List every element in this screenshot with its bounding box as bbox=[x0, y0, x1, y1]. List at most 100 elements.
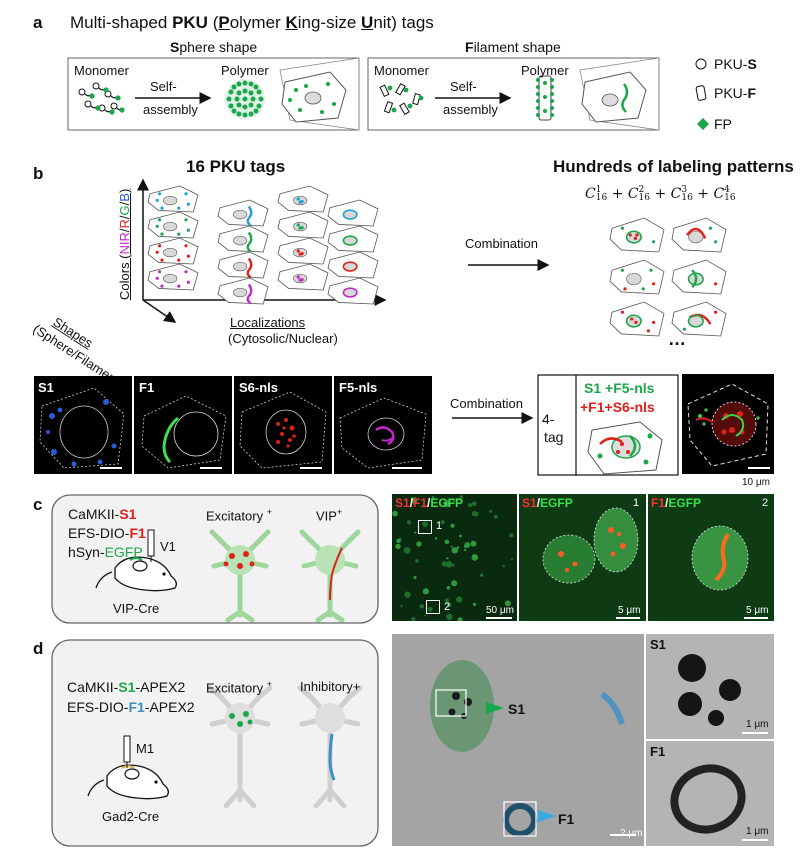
mouse-c-label: VIP-Cre bbox=[113, 601, 160, 616]
neuron-d-inhibitory-label: Inhibitory+ bbox=[300, 679, 361, 694]
neuron-c-vip-label: VIP+ bbox=[316, 507, 343, 524]
mouse-d-icon bbox=[87, 735, 169, 800]
scale-50um: 50 μm bbox=[486, 605, 514, 616]
sphere-monomer-label: Monomer bbox=[74, 63, 129, 78]
zoom-box-1 bbox=[418, 520, 432, 534]
micrograph-s6-nls-label: S6-nls bbox=[239, 380, 279, 395]
inhibitory-neuron-d bbox=[297, 685, 363, 809]
zoom-box-1-label: 1 bbox=[436, 520, 443, 532]
excitatory-neuron-c bbox=[209, 529, 271, 623]
image-c-overview-title: S1/F1/EGFP bbox=[395, 496, 464, 510]
filament-polymer-icon bbox=[536, 75, 554, 121]
construct-c-3: hSyn-EGFP bbox=[68, 544, 143, 560]
legend-pku-f: PKU-F bbox=[714, 85, 757, 101]
vip-neuron-c bbox=[299, 529, 361, 623]
circle-icon bbox=[695, 58, 707, 70]
labeling-pattern-cells bbox=[609, 217, 727, 337]
em-zoom-f1-image bbox=[646, 741, 774, 846]
shapes-axis bbox=[142, 299, 177, 323]
labeling-patterns-title: Hundreds of labeling patterns bbox=[553, 157, 794, 176]
em-f1-label: F1 bbox=[558, 811, 575, 827]
injection-needle-c bbox=[147, 529, 155, 557]
pku-tag-cells bbox=[147, 185, 379, 305]
filament-monomer-icon bbox=[379, 82, 424, 116]
localizations-axis-sublabel: (Cytosolic/Nuclear) bbox=[228, 331, 338, 346]
panel-d-label: d bbox=[33, 639, 44, 658]
pku-tags-title: 16 PKU tags bbox=[186, 157, 286, 176]
sphere-polymer-icon bbox=[225, 79, 265, 119]
neuron-c-excitatory-label: Excitatory + bbox=[206, 507, 272, 524]
image-c-zoom-1 bbox=[519, 494, 646, 621]
image-c-overview bbox=[392, 494, 517, 621]
panel-b-label: b bbox=[33, 164, 44, 183]
four-tag-cell-icon bbox=[587, 421, 663, 475]
em-zoom-s1-label: S1 bbox=[650, 637, 666, 652]
filament-monomer-label: Monomer bbox=[374, 63, 429, 78]
sphere-arrow-label-top: Self- bbox=[150, 79, 177, 94]
zoom-box-2-label: 2 bbox=[444, 601, 451, 613]
v1-label: V1 bbox=[160, 539, 176, 554]
four-tag-label-bottom: tag bbox=[544, 429, 564, 445]
combination-label-2: Combination bbox=[450, 396, 523, 411]
sphere-monomer-icon bbox=[78, 82, 125, 115]
neuron-d-excitatory-label: Excitatory + bbox=[206, 679, 272, 696]
scale-1um-a: 1 μm bbox=[746, 719, 769, 730]
four-tag-line-1: S1 +F5-nls bbox=[584, 380, 655, 396]
em-s1-label: S1 bbox=[508, 701, 526, 717]
legend-pku-s: PKU-S bbox=[714, 56, 757, 72]
em-overview-image bbox=[392, 634, 644, 846]
image-c-zoom-1-title: S1/EGFP bbox=[522, 496, 573, 510]
scale-5um-b: 5 μm bbox=[746, 605, 769, 616]
combination-label-1: Combination bbox=[465, 236, 538, 251]
panel-a-label: a bbox=[33, 13, 43, 32]
four-tag-line-2: +F1+S6-nls bbox=[580, 399, 655, 415]
scale-5um-a: 5 μm bbox=[618, 605, 641, 616]
micrograph-f5-nls-label: F5-nls bbox=[339, 380, 378, 395]
localizations-axis-label: Localizations bbox=[230, 315, 306, 330]
image-c-zoom-2 bbox=[648, 494, 774, 621]
filament-cell-icon bbox=[581, 71, 647, 123]
image-c-zoom-1-number: 1 bbox=[633, 497, 640, 509]
scale-2um: 2 μm bbox=[620, 828, 643, 839]
colors-axis-label: Colors (NIR/R/G/B) bbox=[117, 188, 132, 300]
sphere-arrow-label-bottom: assembly bbox=[143, 102, 198, 117]
scale-10um: 10 μm bbox=[742, 477, 770, 488]
legend-fp: FP bbox=[714, 116, 732, 132]
ellipsis: … bbox=[668, 329, 686, 349]
mouse-c-icon bbox=[95, 529, 177, 592]
filament-arrow-label-bottom: assembly bbox=[443, 102, 498, 117]
em-zoom-s1-image bbox=[646, 634, 774, 739]
mouse-d-label: Gad2-Cre bbox=[102, 809, 160, 824]
micrograph-f1-label: F1 bbox=[139, 380, 155, 395]
cylinder-icon bbox=[695, 85, 707, 101]
micrograph-f5-nls bbox=[334, 376, 432, 474]
image-c-zoom-2-number: 2 bbox=[762, 497, 769, 509]
micrograph-s6-nls bbox=[234, 376, 332, 474]
em-zoom-f1-label: F1 bbox=[650, 744, 666, 759]
micrograph-four-tag bbox=[682, 374, 774, 474]
panel-c-schematic-box bbox=[51, 494, 379, 624]
micrograph-s1-label: S1 bbox=[38, 380, 54, 395]
scale-1um-b: 1 μm bbox=[746, 826, 769, 837]
injection-needle-d bbox=[123, 735, 131, 763]
filament-shape-heading: Filament shape bbox=[465, 39, 561, 55]
construct-c-1: CaMKII-S1 bbox=[68, 506, 137, 522]
excitatory-neuron-d bbox=[207, 685, 273, 809]
sphere-cell-icon bbox=[281, 71, 347, 123]
scale-bar-5um-b bbox=[744, 617, 768, 619]
micrograph-s1 bbox=[34, 376, 132, 474]
sphere-shape-heading: Sphere shape bbox=[170, 39, 258, 55]
zoom-box-2 bbox=[426, 600, 440, 614]
four-tag-label-top: 4- bbox=[542, 411, 555, 427]
micrograph-f1 bbox=[134, 376, 232, 474]
image-c-zoom-2-title: F1/EGFP bbox=[651, 496, 702, 510]
filament-polymer-label: Polymer bbox=[521, 63, 569, 78]
construct-c-2: EFS-DIO-F1 bbox=[68, 525, 146, 541]
panel-a-title: Multi-shaped PKU (Polymer King-size Unit… bbox=[70, 13, 434, 32]
scale-bar-5um-a bbox=[616, 617, 640, 619]
construct-d-1: CaMKII-S1-APEX2 bbox=[67, 679, 186, 695]
construct-d-2: EFS-DIO-F1-APEX2 bbox=[67, 699, 195, 715]
fp-diamond-icon bbox=[697, 118, 709, 130]
